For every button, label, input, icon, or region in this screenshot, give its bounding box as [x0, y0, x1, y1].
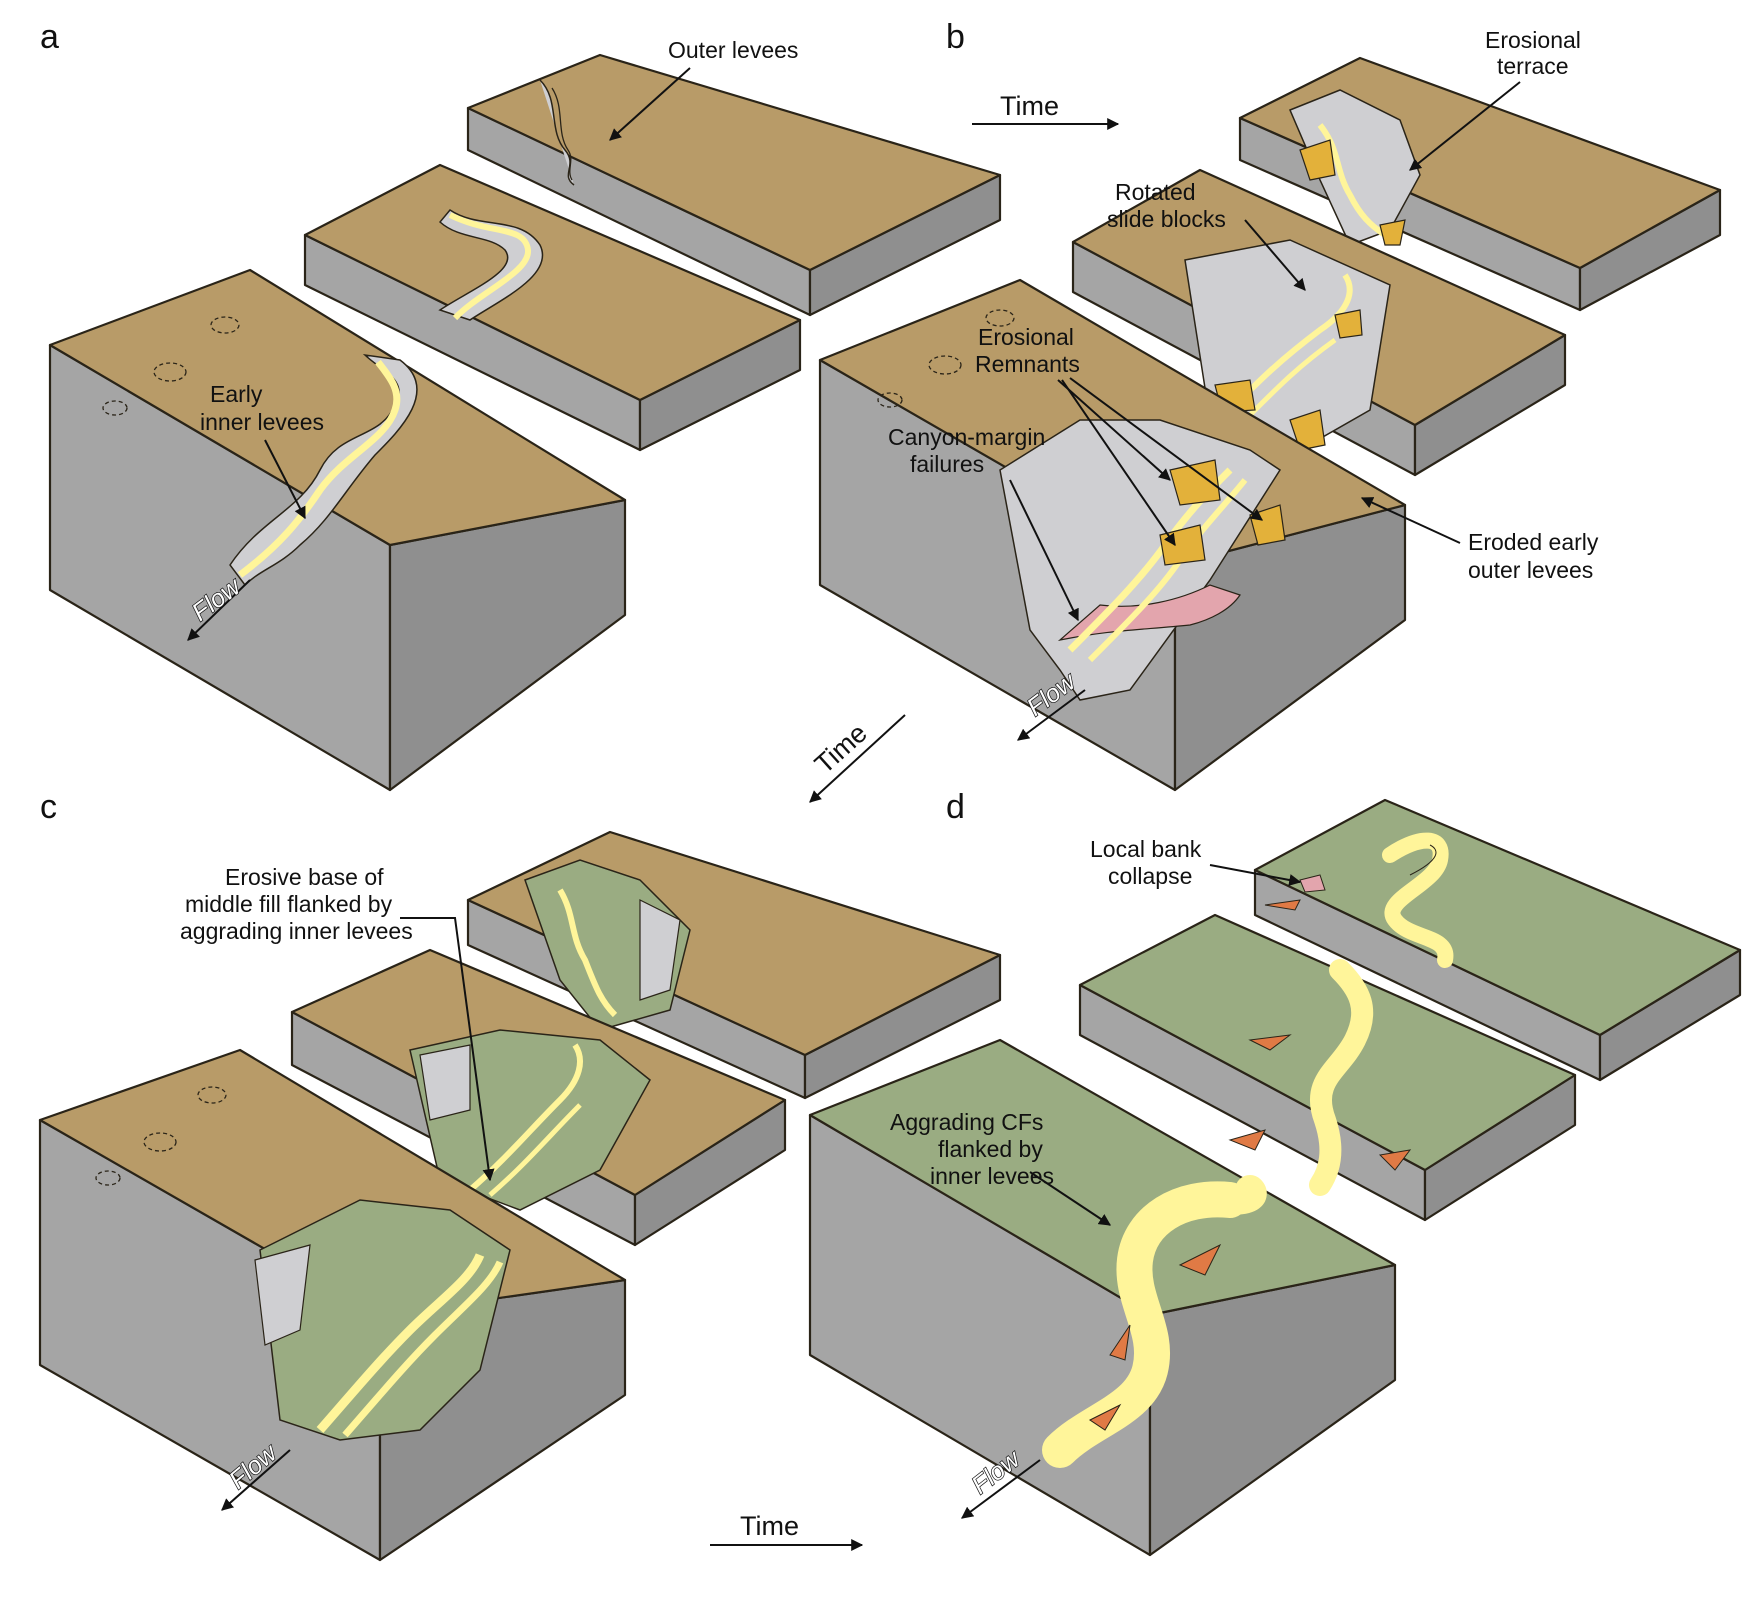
label-aggrading-cfs: Aggrading CFs flanked by inner levees — [890, 1109, 1112, 1226]
label-early-inner-levees: Early inner levees — [200, 381, 324, 520]
label-erosional-remnants-line1: Erosional — [978, 324, 1074, 350]
block-c-back — [466, 830, 1002, 1100]
label-aggrading-cfs-line1: Aggrading CFs — [890, 1109, 1043, 1135]
label-erosional-terrace: Erosional terrace — [1409, 27, 1581, 171]
panel-c-letter: c — [40, 788, 57, 826]
label-rotated-slide-blocks-line1: Rotated — [1115, 179, 1196, 205]
label-aggrading-cfs-line2: flanked by — [938, 1136, 1043, 1162]
label-rotated-slide-blocks: Rotated slide blocks — [1107, 179, 1306, 291]
label-outer-levees: Outer levees — [609, 37, 798, 141]
time-arrow-bc: Time — [809, 714, 906, 803]
block-d-back — [1253, 798, 1742, 1082]
time-label-bc: Time — [809, 718, 873, 780]
label-local-bank-collapse-line2: collapse — [1108, 863, 1192, 889]
label-canyon-margin-failures: Canyon-margin failures — [888, 424, 1079, 622]
label-erosive-base-line3: aggrading inner levees — [180, 918, 413, 944]
time-label-b: Time — [1000, 91, 1059, 121]
label-erosional-remnants-line2: Remnants — [975, 351, 1080, 377]
label-outer-levees-text: Outer levees — [668, 37, 798, 63]
block-d-front — [808, 1038, 1397, 1557]
block-a-back — [466, 53, 1002, 317]
label-early-inner-levees-line2: inner levees — [200, 409, 324, 435]
label-erosional-remnants: Erosional Remnants — [975, 324, 1263, 546]
label-local-bank-collapse: Local bank collapse — [1090, 836, 1302, 889]
panel-d: d Local bank collapse Aggrading CFs flan… — [808, 788, 1742, 1557]
label-early-inner-levees-line1: Early — [210, 381, 263, 407]
block-d-middle — [1078, 913, 1577, 1222]
panel-c: c Erosive base of middle fill flanked by… — [38, 788, 1002, 1562]
label-erosive-base-line1: Erosive base of — [225, 864, 384, 890]
label-erosive-base-line2: middle fill flanked by — [185, 891, 393, 917]
time-label-cd: Time — [740, 1511, 799, 1541]
time-arrow-b: Time — [972, 91, 1120, 130]
label-erosional-terrace-line2: terrace — [1497, 53, 1569, 79]
panel-b-letter: b — [946, 18, 965, 56]
block-c-middle — [290, 948, 787, 1247]
panel-a: a Outer levees Early inner levees Flow — [40, 18, 1002, 792]
time-arrow-cd: Time — [710, 1511, 864, 1551]
block-a-middle — [303, 163, 802, 452]
panel-a-letter: a — [40, 18, 59, 56]
label-aggrading-cfs-line3: inner levees — [930, 1163, 1054, 1189]
label-erosive-base: Erosive base of middle fill flanked by a… — [180, 864, 495, 1182]
label-canyon-margin-failures-line1: Canyon-margin — [888, 424, 1045, 450]
label-eroded-early-outer-levees-line1: Eroded early — [1468, 529, 1599, 555]
block-b-back — [1238, 56, 1722, 312]
panel-d-letter: d — [946, 788, 965, 826]
label-local-bank-collapse-line1: Local bank — [1090, 836, 1202, 862]
label-canyon-margin-failures-line2: failures — [910, 451, 984, 477]
label-eroded-early-outer-levees: Eroded early outer levees — [1360, 497, 1599, 583]
block-a-front — [48, 268, 627, 792]
block-b-front — [818, 278, 1407, 792]
panel-b: b Time Erosional terrace Rotated slide b… — [818, 18, 1722, 792]
label-eroded-early-outer-levees-line2: outer levees — [1468, 557, 1593, 583]
block-c-front — [38, 1048, 627, 1562]
label-rotated-slide-blocks-line2: slide blocks — [1107, 206, 1226, 232]
label-erosional-terrace-line1: Erosional — [1485, 27, 1581, 53]
block-b-middle — [1071, 168, 1567, 477]
